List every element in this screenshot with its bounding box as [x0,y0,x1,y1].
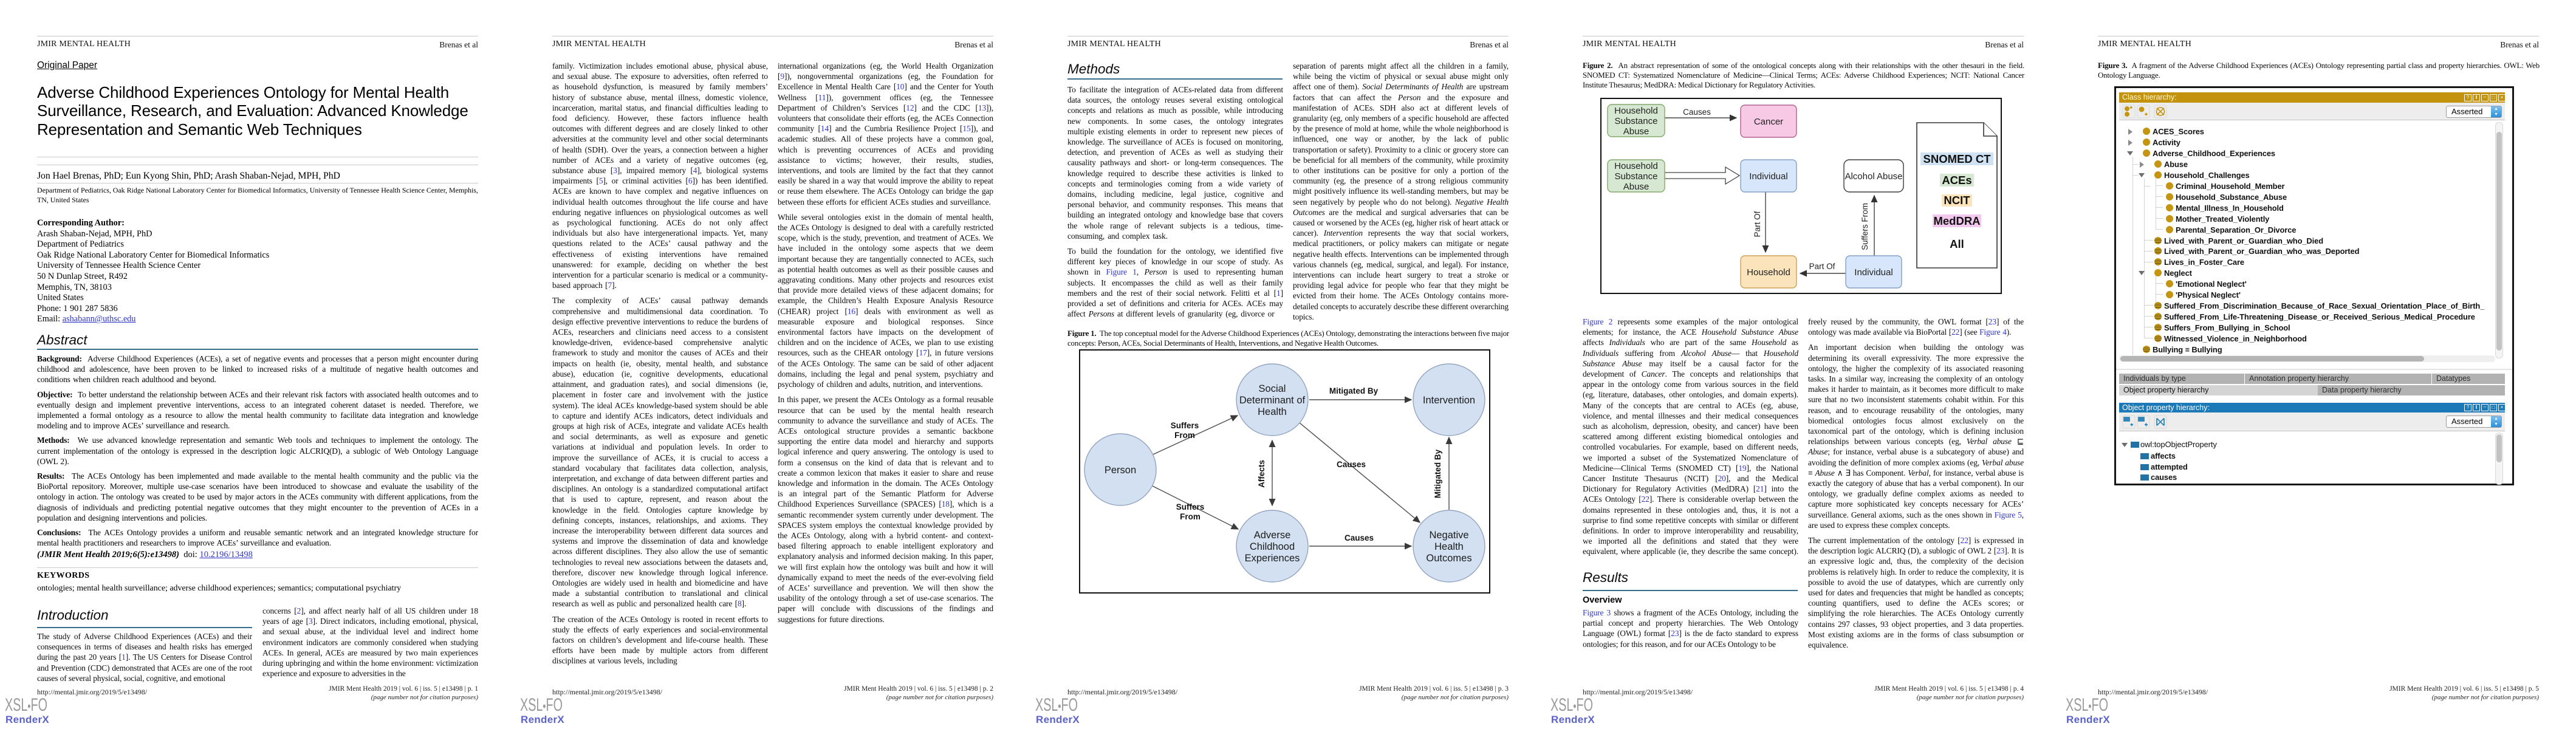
svg-text:Health: Health [1258,406,1287,417]
svg-text:Social: Social [1259,383,1286,394]
svg-text:ACEs: ACEs [1942,174,1971,187]
svg-text:Abuse: Abuse [1623,126,1649,137]
svg-text:Substance: Substance [1615,171,1658,182]
svg-text:All: All [1950,238,1964,250]
svg-text:Outcomes: Outcomes [1426,553,1471,564]
svg-text:Cancer: Cancer [1754,117,1783,127]
svg-text:Causes: Causes [1683,108,1711,117]
svg-text:From: From [1174,431,1195,440]
svg-text:NCIT: NCIT [1944,194,1970,207]
svg-text:Person: Person [1105,465,1136,476]
svg-text:Suffers: Suffers [1176,502,1205,512]
svg-text:From: From [1180,512,1201,521]
svg-text:Alcohol Abuse: Alcohol Abuse [1845,171,1902,182]
svg-text:Mitigated By: Mitigated By [1329,386,1379,395]
svg-text:Abuse: Abuse [1623,182,1649,192]
svg-text:Causes: Causes [1345,533,1374,542]
svg-text:Household: Household [1747,267,1790,278]
svg-text:MedDRA: MedDRA [1933,214,1980,227]
svg-text:Household: Household [1614,106,1658,116]
svg-text:Individual: Individual [1854,267,1893,278]
svg-text:Childhood: Childhood [1250,541,1295,552]
svg-text:Causes: Causes [1337,460,1366,469]
svg-text:Mitigated By: Mitigated By [1433,449,1442,498]
svg-text:Determinant of: Determinant of [1239,395,1306,406]
svg-text:SNOMED CT: SNOMED CT [1923,152,1992,165]
svg-text:Part Of: Part Of [1753,211,1762,237]
svg-text:Intervention: Intervention [1423,395,1475,406]
svg-text:Substance: Substance [1615,116,1658,126]
svg-text:Suffers From: Suffers From [1860,203,1869,250]
svg-text:Adverse: Adverse [1254,530,1291,541]
svg-text:Household: Household [1614,161,1658,171]
svg-text:Part Of: Part Of [1809,262,1835,271]
svg-text:Experiences: Experiences [1245,553,1300,564]
svg-text:Suffers: Suffers [1171,421,1199,430]
svg-text:Affects: Affects [1257,460,1266,488]
svg-text:Individual: Individual [1749,171,1787,182]
svg-text:Negative: Negative [1429,530,1468,541]
svg-text:Health: Health [1434,541,1464,552]
